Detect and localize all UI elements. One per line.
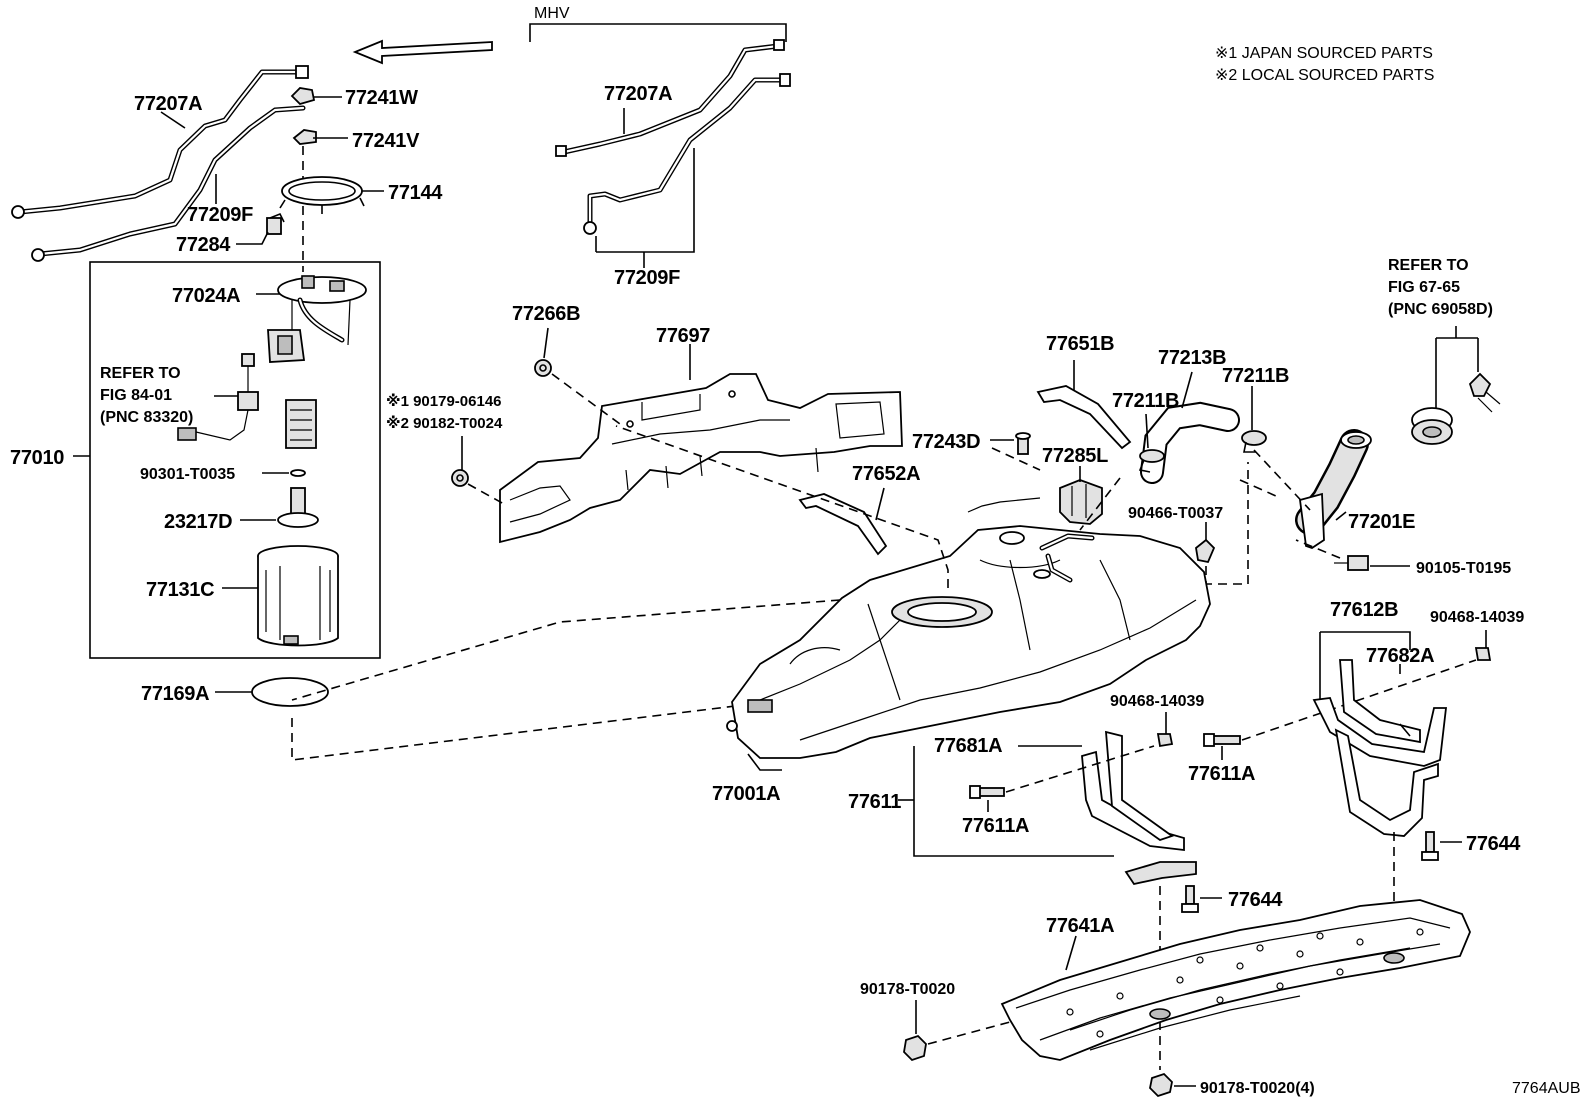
fuel-pump-23217D [277,487,319,528]
label-77213B: 77213B [1158,347,1226,369]
note-japan-sourced: ※1 JAPAN SOURCED PARTS [1215,45,1433,62]
note-local-sourced: ※2 LOCAL SOURCED PARTS [1215,67,1434,84]
tank-band-77682A [1312,659,1448,837]
label-77697: 77697 [656,325,710,347]
o-ring-90301 [290,469,306,477]
label-90301-T0035: 90301-T0035 [140,466,235,483]
nut-90178-T0020-x4 [1149,1072,1173,1098]
ref-left-line2: FIG 84-01 [100,387,172,404]
hose-clamp-77211B-left [1138,449,1165,473]
bolt-77644-mid [1181,885,1199,913]
label-77644-right: 77644 [1466,833,1521,855]
label-90105-T0195: 90105-T0195 [1416,560,1511,577]
ref-right-line3: (PNC 69058D) [1388,301,1493,318]
label-90178-T0020: 90178-T0020 [860,981,955,998]
label-77144: 77144 [388,182,443,204]
fuel-pump-assembly-box [89,261,381,659]
bolt-77611A-right [1203,733,1241,747]
label-77211B-a: 77211B [1112,390,1179,412]
label-77612B: 77612B [1330,599,1398,621]
label-77611A-right: 77611A [1188,763,1255,785]
bracket-77285L [1059,479,1103,525]
label-77241V: 77241V [352,130,420,152]
tank-band-77681A [1081,730,1197,886]
label-90468-14039-mid: 90468-14039 [1110,693,1204,710]
label-77241W: 77241W [345,87,418,109]
ref-right-line2: FIG 67-65 [1388,279,1460,296]
label-77682A: 77682A [1366,645,1434,667]
heat-protector-77697 [499,373,903,544]
nut-90178-T0020 [903,1034,927,1062]
clip-90468-14039-mid [1156,733,1174,748]
part-77243D [1015,432,1031,455]
pump-cup-77131C [257,545,339,647]
label-77243D: 77243D [912,431,980,453]
direction-arrow-icon [352,39,493,65]
protector-77651B [1036,385,1132,450]
ref-right-line1: REFER TO [1388,257,1469,274]
label-77131C: 77131C [146,579,214,601]
label-77266B: 77266B [512,303,580,325]
clip-90466-T0037 [1195,538,1216,564]
label-77201E: 77201E [1348,511,1415,533]
mhv-label: MHV [534,5,570,22]
clip-77241W [290,87,316,106]
fuel-filter [285,399,317,449]
label-77207A-mhv: 77207A [604,83,672,105]
label-77211B-b: 77211B [1222,365,1289,387]
clip-90468-14039-right [1474,647,1492,661]
retainer-ring-77144 [279,176,365,214]
label-77285L: 77285L [1042,445,1108,467]
label-90466-T0037: 90466-T0037 [1128,505,1223,522]
figure-id: 7764AUB [1512,1080,1581,1097]
fuel-tube-77209F [31,105,306,262]
label-90468-14039-right: 90468-14039 [1430,609,1524,626]
label-77641A: 77641A [1046,915,1114,937]
label-77169A: 77169A [141,683,209,705]
gasket-77169A [251,677,329,707]
protector-77652A [798,493,888,556]
fuel-tube-77207A [11,65,309,219]
pump-flange-77024A [267,275,367,363]
bolt-90105-T0195 [1334,555,1369,571]
label-77001A: 77001A [712,783,780,805]
label-77284: 77284 [176,234,231,256]
assembly-line [291,703,753,761]
filler-hose-77213B [1140,401,1240,484]
bolt-77611A-left [969,785,1005,799]
label-23217D: 23217D [164,511,232,533]
label-77652A: 77652A [852,463,920,485]
label-77681A: 77681A [934,735,1002,757]
nut-77266B [534,359,552,377]
label-77644-mid: 77644 [1228,889,1283,911]
clip-77241V [292,129,317,145]
mhv-fuel-tube-77207A [555,39,785,157]
label-77209F-left: 77209F [187,204,253,226]
note-90179-06146: ※1 90179-06146 [386,392,502,410]
label-77024A: 77024A [172,285,240,307]
ref-left-line3: (PNC 83320) [100,409,193,426]
filler-pipe-77201E [1295,429,1372,549]
label-77209F-mhv: 77209F [614,267,680,289]
note-90182-T0024: ※2 90182-T0024 [386,414,503,432]
fuel-sender-gauge [177,353,259,441]
label-77207A-left: 77207A [134,93,202,115]
fuel-tank-77001A [726,497,1211,759]
label-77651B: 77651B [1046,333,1114,355]
nut-90179-06146 [451,469,469,487]
label-77611: 77611 [848,791,901,813]
label-77611A-left: 77611A [962,815,1029,837]
mhv-bracket: MHV [529,5,787,42]
mhv-fuel-tube-77209F [583,73,791,235]
part-77284 [266,212,285,235]
ref-left-line1: REFER TO [100,365,181,382]
hose-clamp-77211B-right [1241,430,1267,453]
label-77010: 77010 [10,447,64,469]
label-90178-T0020-4: 90178-T0020(4) [1200,1080,1315,1097]
tank-protector-77641A [1000,899,1471,1061]
bolt-77644-right [1421,831,1439,861]
fuel-cap-and-key [1411,372,1501,445]
